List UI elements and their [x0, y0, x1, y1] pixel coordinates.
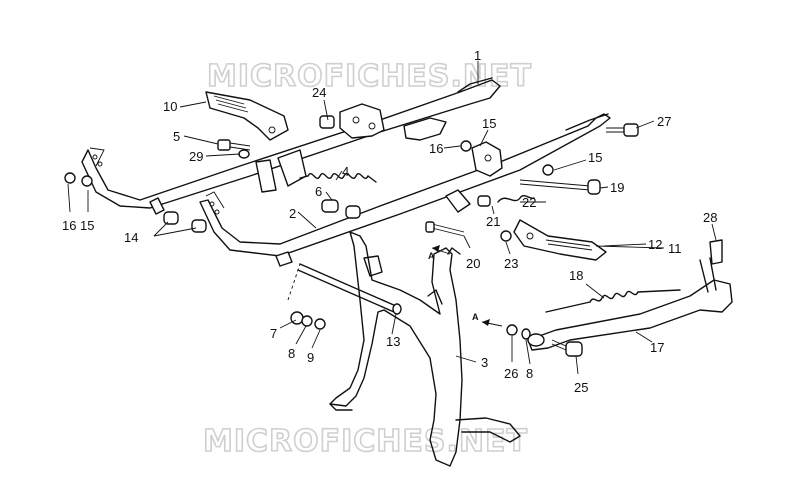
bolt-27 — [606, 123, 639, 137]
callout-9: 9 — [307, 350, 314, 365]
washer-29 — [238, 149, 250, 159]
callout-27: 27 — [657, 114, 671, 129]
bolt-25 — [551, 339, 583, 357]
nut-9 — [314, 318, 326, 330]
callout-16-left: 16 — [62, 218, 76, 233]
callout-3: 3 — [481, 355, 488, 370]
nut-23 — [500, 230, 512, 242]
callout-29: 29 — [189, 149, 203, 164]
callout-15-mid: 15 — [482, 116, 496, 131]
nut-16-left — [64, 172, 76, 184]
clip-bracket — [445, 189, 471, 213]
callout-28: 28 — [703, 210, 717, 225]
nut-7 — [290, 311, 304, 325]
callout-1: 1 — [474, 48, 481, 63]
callout-15-left: 15 — [80, 218, 94, 233]
callout-23: 23 — [504, 256, 518, 271]
callout-labels: 1 2 3 4 5 6 7 8 8 9 10 11 12 13 14 15 15… — [62, 48, 717, 395]
callout-19: 19 — [610, 180, 624, 195]
bushing-6b — [345, 205, 361, 219]
bolt-19 — [519, 179, 601, 195]
washer-26 — [506, 324, 518, 336]
callout-leaders — [67, 61, 717, 375]
footrest-right — [513, 219, 607, 261]
bushing-14b — [191, 219, 207, 233]
svg-text:A: A — [428, 251, 435, 261]
callout-7: 7 — [270, 326, 277, 341]
callout-8-left: 8 — [288, 346, 295, 361]
washer-15-right — [542, 164, 554, 176]
watermark-top: MICROFICHES.NET — [207, 59, 532, 94]
callout-12: 12 — [648, 237, 662, 252]
callout-6: 6 — [315, 184, 322, 199]
rod-13 — [297, 263, 402, 315]
callout-14: 14 — [124, 230, 138, 245]
callout-26: 26 — [504, 366, 518, 381]
frame-bar-upper — [81, 77, 501, 215]
assembly-line — [287, 263, 301, 301]
washer-8-left — [301, 315, 313, 327]
footrest-left — [205, 91, 289, 141]
callout-5: 5 — [173, 129, 180, 144]
callout-20: 20 — [466, 256, 480, 271]
watermark-bottom: MICROFICHES.NET — [203, 424, 528, 459]
pin-21 — [477, 195, 491, 207]
callout-13: 13 — [386, 334, 400, 349]
callout-16-right: 16 — [429, 141, 443, 156]
spring-4 — [299, 173, 377, 183]
callout-11: 11 — [668, 241, 682, 256]
arrow-marker-a-lower: A — [472, 312, 503, 327]
bushing-6 — [321, 199, 339, 213]
callout-21: 21 — [486, 214, 500, 229]
callout-2: 2 — [289, 206, 296, 221]
center-stand-3 — [329, 231, 521, 467]
callout-22: 22 — [522, 195, 536, 210]
arrow-marker-a-upper: A — [428, 245, 451, 261]
washer-15-left — [81, 175, 93, 187]
callout-15-right: 15 — [588, 150, 602, 165]
bushing-14a — [163, 211, 179, 225]
side-stand-17 — [527, 239, 733, 351]
bolt-5 — [217, 139, 251, 151]
callout-4: 4 — [342, 164, 349, 179]
callout-18: 18 — [569, 268, 583, 283]
svg-text:A: A — [472, 312, 479, 322]
callout-10: 10 — [163, 99, 177, 114]
bracket-15 — [471, 141, 503, 177]
washer-8-right — [521, 328, 531, 340]
callout-17: 17 — [650, 340, 664, 355]
bolt-20 — [425, 221, 465, 237]
clip-22 — [497, 195, 535, 203]
frame-bar-lower — [199, 113, 611, 267]
bracket-group-upper — [255, 103, 447, 193]
nut-16-right — [460, 140, 472, 152]
callout-24: 24 — [312, 85, 326, 100]
spring-18 — [545, 289, 681, 313]
callout-8-right: 8 — [526, 366, 533, 381]
callout-25: 25 — [574, 380, 588, 395]
